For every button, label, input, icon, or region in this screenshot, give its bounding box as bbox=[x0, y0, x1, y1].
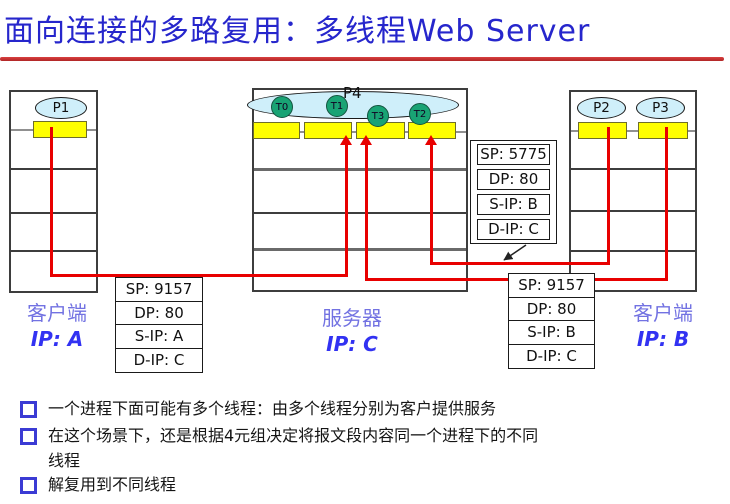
socket-p3 bbox=[638, 122, 688, 139]
annotation-arrow-icon bbox=[503, 244, 527, 261]
layer-divider bbox=[571, 168, 695, 170]
packet-header-row: SP: 9157 bbox=[508, 273, 595, 298]
title-underline bbox=[0, 57, 724, 61]
layer-divider bbox=[571, 250, 695, 252]
client-b-role-label: 客户端 bbox=[633, 301, 693, 325]
layer-divider bbox=[571, 130, 695, 132]
bullet-item: 解复用到不同线程 bbox=[20, 472, 715, 497]
bullet-text: 解复用到不同线程 bbox=[48, 475, 177, 494]
client-a-ip-label: IP: A bbox=[30, 327, 84, 351]
layer-divider bbox=[11, 168, 96, 170]
layer-divider bbox=[571, 210, 695, 212]
thread-t2-circle: T2 bbox=[409, 103, 431, 125]
thread-t3-circle: T3 bbox=[367, 105, 389, 127]
layer-divider bbox=[11, 250, 96, 252]
layer-divider bbox=[254, 248, 466, 251]
thread-t1-circle: T1 bbox=[326, 95, 348, 117]
layer-divider bbox=[254, 168, 466, 171]
connection-p2-segment bbox=[430, 144, 433, 265]
packet-header-row: SP: 9157 bbox=[115, 277, 203, 302]
thread-t0-circle: T0 bbox=[271, 96, 293, 118]
bullet-item: 一个进程下面可能有多个线程：由多个线程分别为客户提供服务 bbox=[20, 396, 715, 421]
process-p2-ellipse: P2 bbox=[577, 97, 626, 119]
process-p3-ellipse: P3 bbox=[636, 97, 685, 119]
client-b-label: 客户端 IP: B bbox=[618, 300, 708, 352]
connection-p1-segment bbox=[345, 144, 348, 277]
process-p1-ellipse: P1 bbox=[35, 97, 87, 119]
slide-title: 面向连接的多路复用：多线程Web Server bbox=[4, 14, 591, 49]
packet-header-row: DP: 80 bbox=[477, 169, 550, 190]
packet-header-row: S-IP: B bbox=[477, 194, 550, 215]
bullet-text: 在这个场景下，还是根据4元组决定将报文段内容同一个进程下的不同线程 bbox=[48, 426, 539, 470]
bullet-text: 一个进程下面可能有多个线程：由多个线程分别为客户提供服务 bbox=[48, 399, 497, 418]
client-b-ip-label: IP: B bbox=[636, 327, 690, 351]
layer-divider bbox=[254, 212, 466, 214]
arrow-up-icon bbox=[425, 135, 437, 145]
socket-server-2 bbox=[304, 122, 352, 139]
packet-header-row: DP: 80 bbox=[508, 296, 595, 322]
layer-divider bbox=[11, 212, 96, 214]
packet-header-row: D-IP: C bbox=[477, 219, 550, 240]
socket-server-1 bbox=[253, 122, 300, 139]
packet-header-row: D-IP: C bbox=[508, 343, 595, 369]
server-label: 服务器 IP: C bbox=[303, 305, 401, 357]
packet-header-row: S-IP: A bbox=[115, 324, 203, 349]
connection-p2-segment bbox=[430, 262, 610, 265]
client-a-label: 客户端 IP: A bbox=[10, 300, 104, 352]
server-role-label: 服务器 bbox=[322, 306, 382, 330]
connection-p2-segment bbox=[607, 127, 610, 265]
client-a-role-label: 客户端 bbox=[27, 301, 87, 325]
packet-header-p2-table: SP: 5775 DP: 80 S-IP: B D-IP: C bbox=[470, 140, 557, 244]
bullet-square-icon bbox=[20, 477, 37, 494]
process-p4-label: P4 bbox=[343, 84, 362, 102]
arrow-up-icon bbox=[340, 135, 352, 145]
packet-header-p3-table: SP: 9157 DP: 80 S-IP: B D-IP: C bbox=[508, 273, 595, 369]
packet-header-p1-table: SP: 9157 DP: 80 S-IP: A D-IP: C bbox=[115, 277, 203, 373]
packet-header-row: S-IP: B bbox=[508, 320, 595, 345]
arrow-up-icon bbox=[360, 135, 372, 145]
bullet-item: 在这个场景下，还是根据4元组决定将报文段内容同一个进程下的不同线程 bbox=[20, 423, 715, 473]
bullet-square-icon bbox=[20, 428, 37, 445]
connection-p3-segment bbox=[365, 144, 368, 281]
packet-header-row: SP: 5775 bbox=[477, 144, 550, 165]
connection-p1-segment bbox=[50, 127, 53, 277]
bullet-square-icon bbox=[20, 401, 37, 418]
socket-p1 bbox=[33, 121, 87, 138]
packet-header-row: DP: 80 bbox=[115, 300, 203, 326]
packet-header-row: D-IP: C bbox=[115, 347, 203, 373]
connection-p3-segment bbox=[665, 127, 668, 281]
connection-p1-segment bbox=[50, 274, 348, 277]
server-ip-label: IP: C bbox=[326, 332, 378, 356]
socket-p2 bbox=[578, 122, 627, 139]
